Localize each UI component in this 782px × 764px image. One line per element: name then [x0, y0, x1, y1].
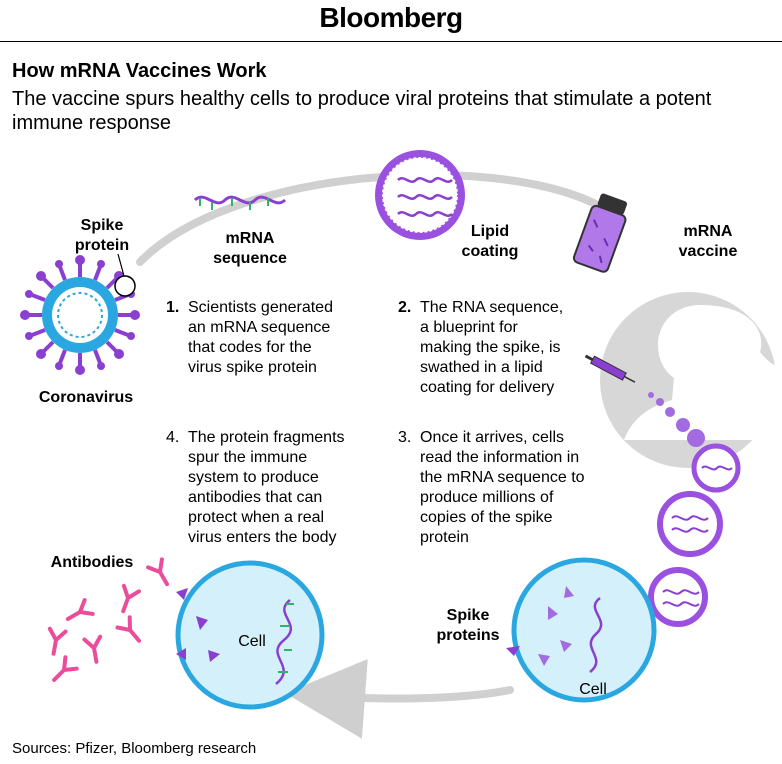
step-number: 4. — [166, 429, 180, 446]
lipid-particle-icon — [375, 150, 465, 240]
step-text: The RNA sequence, a blueprint for making… — [420, 299, 564, 396]
label-mrna-sequence: mRNA sequence — [213, 230, 287, 267]
page-subtitle: The vaccine spurs healthy cells to produ… — [12, 88, 712, 134]
label-mrna-vaccine: mRNA vaccine — [678, 223, 738, 260]
label-antibodies: Antibodies — [50, 554, 134, 571]
lipid-particles-in-transit — [648, 443, 741, 627]
header-divider — [0, 41, 782, 42]
label-spike-protein: Spike protein — [74, 217, 130, 254]
cell-icon — [175, 560, 325, 710]
brand-logo: Bloomberg — [319, 2, 463, 33]
label-spike-proteins: Spike proteins — [436, 607, 500, 644]
particle-trail — [648, 392, 705, 447]
step-text: The protein fragments spur the immune sy… — [188, 429, 345, 546]
cell-icon — [506, 557, 657, 703]
label-lipid-coating: Lipid coating — [461, 223, 519, 260]
syringe-icon — [584, 354, 636, 383]
step-number: 3. — [398, 429, 412, 446]
step-text: Scientists generated an mRNA sequence th… — [188, 299, 333, 376]
label-cell-left: Cell — [238, 633, 266, 650]
step-number: 2. — [398, 299, 412, 316]
person-silhouette-icon — [600, 292, 782, 468]
label-cell-right: Cell — [579, 681, 607, 698]
mrna-strand-icon — [193, 195, 287, 210]
step-number: 1. — [166, 299, 180, 316]
vaccine-vial-icon — [572, 193, 628, 273]
coronavirus-icon — [20, 255, 140, 375]
spike-pointer-line — [117, 253, 125, 277]
source-note: Sources: Pfizer, Bloomberg research — [12, 740, 257, 757]
page-title: How mRNA Vaccines Work — [12, 60, 267, 82]
spike-highlight-circle — [114, 275, 136, 297]
diagram-graphic — [20, 150, 782, 739]
label-coronavirus: Coronavirus — [38, 389, 134, 406]
step-text: Once it arrives, cells read the informat… — [420, 429, 585, 546]
antibody-icon — [47, 557, 169, 682]
